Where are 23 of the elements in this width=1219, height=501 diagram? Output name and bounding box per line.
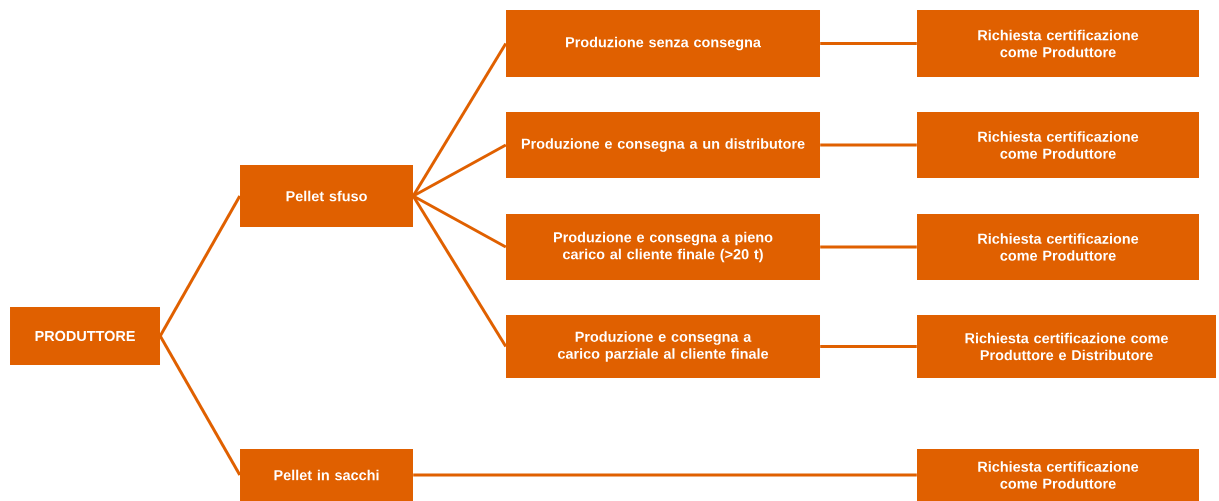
connector-line	[820, 42, 917, 45]
category-box: Pellet in sacchi	[240, 449, 413, 501]
connector-line	[412, 143, 507, 198]
case-box: Produzione senza consegna	[506, 10, 820, 77]
connector-line	[411, 195, 508, 348]
requirement-box: Richiesta certificazione come Produttore	[917, 449, 1199, 501]
connector-line	[412, 194, 507, 249]
case-box: Produzione e consegna a pieno carico al cliente finale (>20 t)	[506, 214, 820, 280]
requirement-box: Richiesta certificazione come Produttore	[917, 10, 1199, 77]
connector-line	[820, 345, 917, 348]
requirement-box: Richiesta certificazione come Produttore e Distributore	[917, 315, 1216, 378]
connector-line	[158, 335, 242, 476]
root-box: PRODUTTORE	[10, 307, 160, 365]
connector-line	[820, 245, 917, 249]
requirement-box: Richiesta certificazione come Produttore	[917, 214, 1199, 280]
requirement-box: Richiesta certificazione come Produttore	[917, 112, 1199, 178]
connector-line	[820, 143, 917, 147]
case-box: Produzione e consegna a un distributore	[506, 112, 820, 178]
connector-line	[158, 195, 242, 337]
connector-line	[411, 42, 508, 197]
connector-line	[413, 473, 917, 477]
case-box: Produzione e consegna a carico parziale al cliente finale	[506, 315, 820, 378]
category-box: Pellet sfuso	[240, 165, 413, 227]
